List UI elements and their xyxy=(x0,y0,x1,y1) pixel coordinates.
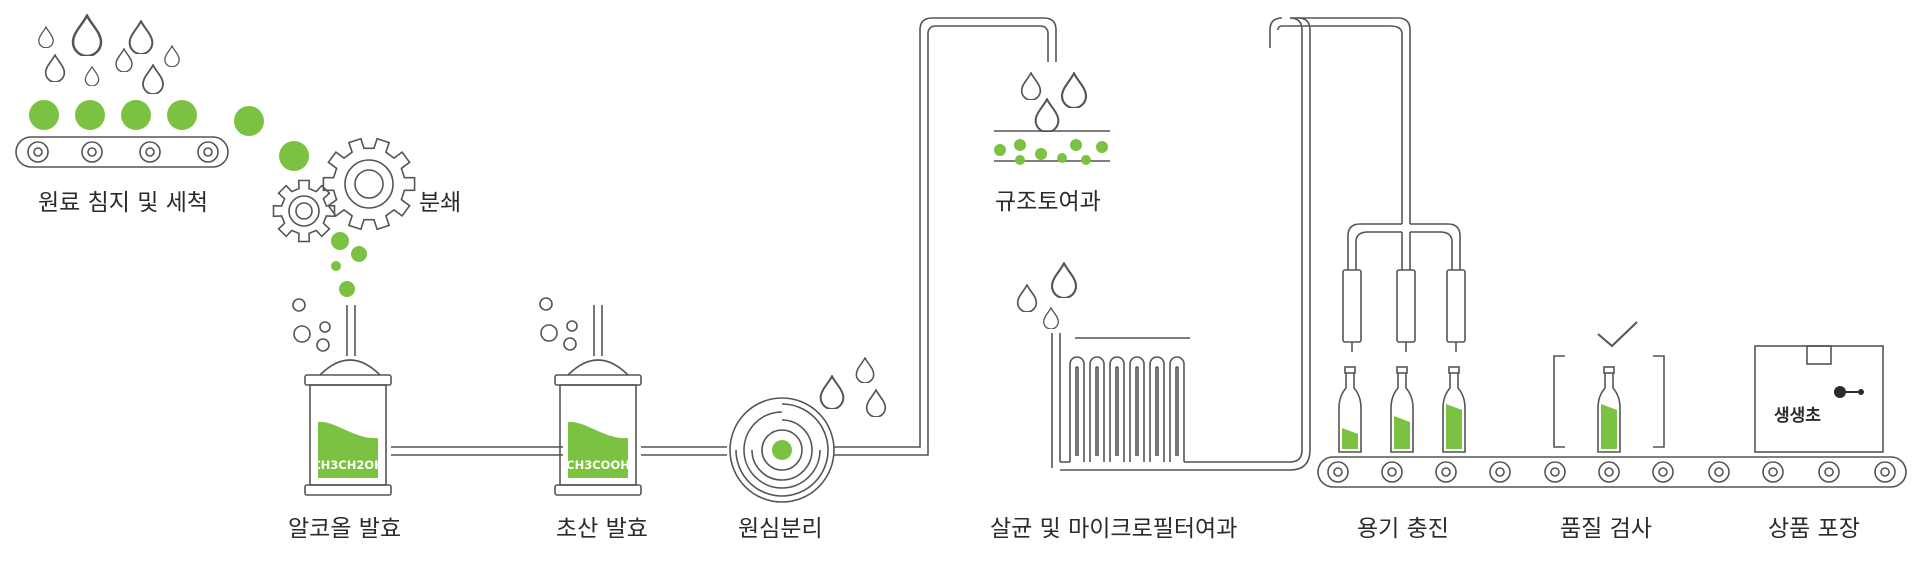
soak-washing-station xyxy=(15,14,309,171)
brand-logo-icon xyxy=(1834,386,1864,398)
step-label-alcohol: 알코올 발효 xyxy=(288,516,402,542)
bottle-filling-station xyxy=(1338,269,1466,453)
step-label-acetic: 초산 발효 xyxy=(556,516,648,542)
gear-icon xyxy=(272,137,416,243)
water-drop-icons xyxy=(1020,72,1088,132)
alcohol-fermentation-tank: CH3CH2OH xyxy=(292,298,392,496)
bottle-icon xyxy=(1597,366,1621,453)
green-beans xyxy=(29,100,309,171)
quality-inspection-station xyxy=(1553,321,1665,453)
step-label-sterilize: 살균 및 마이크로필터여과 xyxy=(990,516,1238,542)
diatom-filter xyxy=(994,72,1110,165)
packaging-box: 생생초 xyxy=(1754,345,1884,453)
bottle-icon xyxy=(1338,366,1362,453)
crushed-particles xyxy=(331,232,367,297)
pipe-to-filler xyxy=(1269,17,1461,270)
water-drop-icons xyxy=(38,14,180,94)
step-label-crush: 분쇄 xyxy=(419,190,462,216)
step-label-soak: 원료 침지 및 세척 xyxy=(38,190,209,216)
connecting-pipes xyxy=(391,446,727,456)
check-icon xyxy=(1597,321,1638,348)
centrifuge xyxy=(729,357,887,503)
bubble-icons xyxy=(539,297,578,351)
step-label-pack: 상품 포장 xyxy=(1768,516,1860,542)
bubble-icons xyxy=(292,298,331,352)
brand-logo-text: 생생초 xyxy=(1774,406,1821,426)
tank-formula-label: CH3COOH xyxy=(566,458,630,472)
acetic-fermentation-tank: CH3COOH xyxy=(539,297,642,496)
step-label-centrifuge: 원심분리 xyxy=(738,516,823,542)
sterilizer-coil xyxy=(1016,17,1311,471)
water-drop-icons xyxy=(819,357,887,417)
water-drop-icons xyxy=(1016,262,1078,329)
step-label-inspect: 품질 검사 xyxy=(1560,516,1652,542)
bottle-icon xyxy=(1442,366,1466,453)
bottle-icon xyxy=(1390,366,1414,453)
conveyor-belt xyxy=(15,136,229,168)
filtered-particles xyxy=(994,139,1108,165)
tank-formula-label: CH3CH2OH xyxy=(312,458,384,472)
step-label-diatom: 규조토여과 xyxy=(995,189,1101,215)
bottom-conveyor-belt xyxy=(1317,456,1907,488)
pipe-to-diatom-filter xyxy=(834,17,1057,456)
step-label-fill: 용기 충진 xyxy=(1357,516,1449,542)
